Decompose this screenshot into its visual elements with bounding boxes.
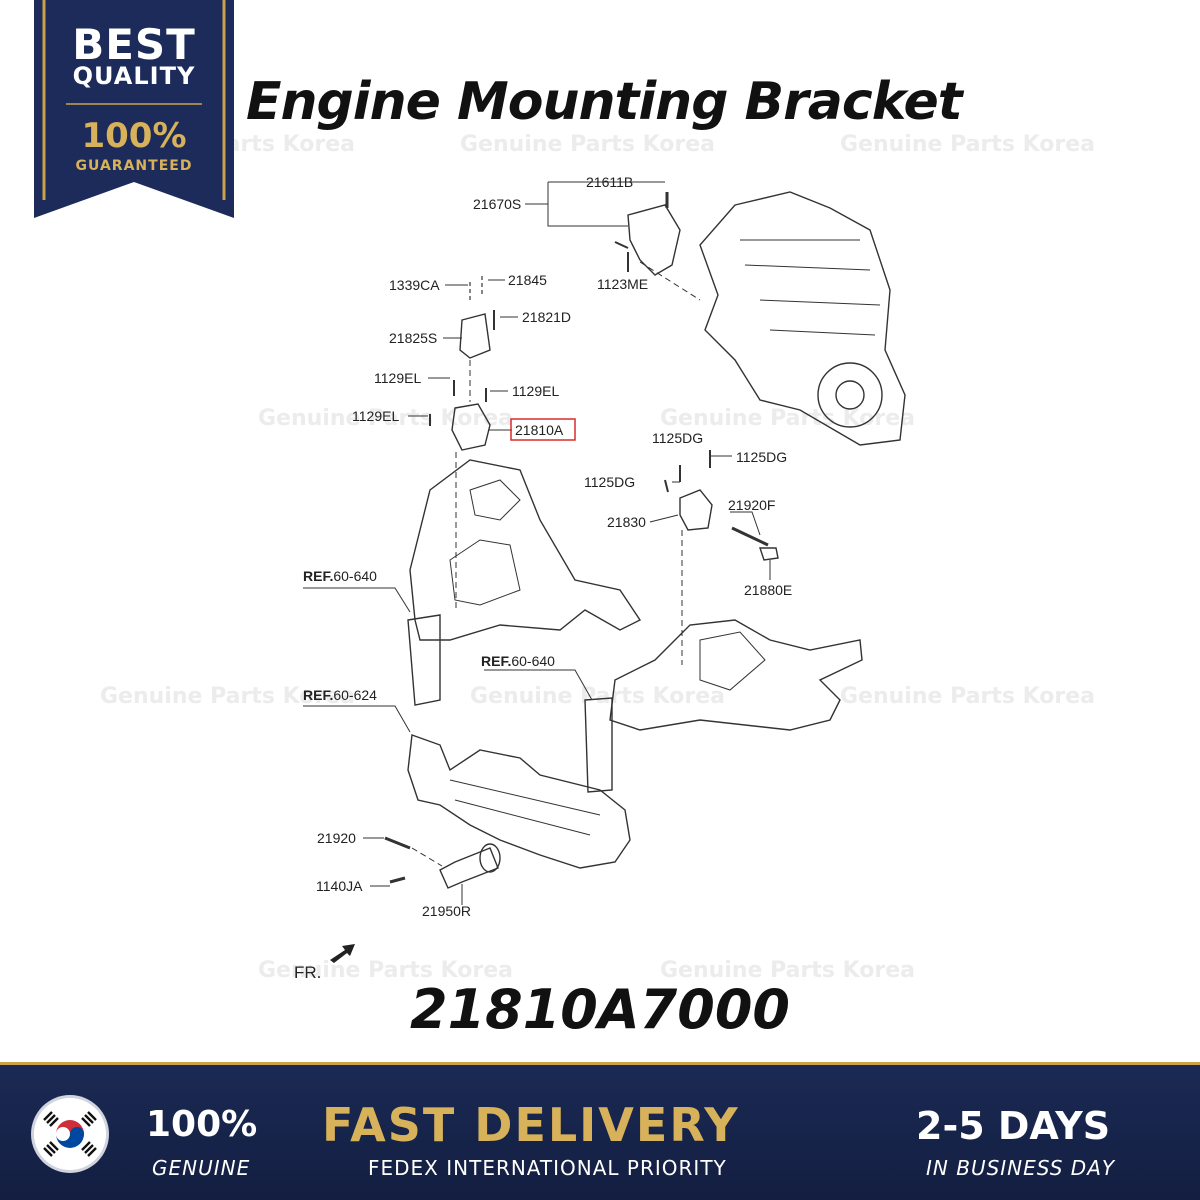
label-1129el-c: 1129EL (352, 408, 399, 424)
bracket-21670s (627, 204, 681, 276)
label-21845: 21845 (508, 272, 547, 288)
ref-label-60-640-a: REF.60-640 (303, 568, 377, 584)
badge-quality: QUALITY (72, 62, 196, 90)
label-21821d: 21821D (522, 309, 571, 325)
watermark: Genuine Parts Korea (100, 684, 355, 709)
business-day-label: IN BUSINESS DAY (926, 1156, 1116, 1180)
label-21950r: 21950R (422, 903, 471, 919)
watermark: Genuine Parts Korea (258, 958, 513, 983)
highlight-box-21810a (510, 418, 576, 441)
label-21920f: 21920F (728, 497, 775, 513)
badge-percent: 100% (81, 116, 187, 156)
mount-21825s (459, 313, 491, 359)
parts-diagram: 21611B 21670S 1123ME 1339CA 21845 21821D… (294, 174, 906, 982)
engine-block (699, 191, 906, 446)
part-number: 21810A7000 (410, 978, 790, 1041)
genuine-percent: 100% (146, 1104, 258, 1145)
label-21670s: 21670S (473, 196, 521, 212)
front-arrow-icon (330, 944, 355, 963)
ribbon-badge-shape (34, 0, 234, 218)
ref-label-60-624: REF.60-624 (303, 687, 377, 703)
watermark: Genuine Parts Korea (258, 406, 513, 431)
label-21920: 21920 (317, 830, 356, 846)
label-21830: 21830 (607, 514, 646, 530)
mount-21830 (679, 489, 713, 531)
label-1123me: 1123ME (597, 276, 648, 292)
delivery-days: 2-5 DAYS (916, 1104, 1111, 1148)
genuine-label: GENUINE (152, 1156, 251, 1180)
watermark: Genuine Parts Korea (470, 684, 725, 709)
watermark: Genuine Parts Korea (660, 958, 915, 983)
badge-best: BEST (72, 20, 196, 69)
label-1339ca: 1339CA (389, 277, 440, 293)
label-21825s: 21825S (389, 330, 437, 346)
frame-rail-right (609, 619, 863, 731)
front-label: FR. (294, 963, 321, 982)
korea-flag-icon (34, 1098, 106, 1170)
label-21880e: 21880E (744, 582, 792, 598)
label-1125dg-b: 1125DG (736, 449, 787, 465)
label-1129el-b: 1129EL (512, 383, 559, 399)
label-1140ja: 1140JA (316, 878, 363, 894)
watermark: Genuine Parts Korea (840, 684, 1095, 709)
frame-rail-left (409, 459, 642, 641)
watermark: Genuine Parts Korea (840, 132, 1095, 157)
label-1125dg-c: 1125DG (584, 474, 635, 490)
footer-banner (0, 1062, 1200, 1200)
badge-guaranteed: GUARANTEED (75, 158, 193, 174)
subframe (407, 734, 631, 869)
watermark: Genuine Parts Korea (460, 132, 715, 157)
bracket-21810a (451, 403, 491, 451)
best-quality-badge: BEST QUALITY 100% GUARANTEED (34, 0, 234, 218)
label-21810a: 21810A (515, 422, 564, 438)
ref-label-60-640-b: REF.60-640 (481, 653, 555, 669)
fast-delivery-heading: FAST DELIVERY (322, 1098, 740, 1152)
label-1125dg-a: 1125DG (652, 430, 703, 446)
label-1129el-a: 1129EL (374, 370, 421, 386)
fedex-label: FEDEX INTERNATIONAL PRIORITY (368, 1156, 727, 1180)
label-21611b: 21611B (586, 174, 633, 190)
page-title: Engine Mounting Bracket (246, 72, 963, 132)
mount-21950r (439, 847, 499, 889)
